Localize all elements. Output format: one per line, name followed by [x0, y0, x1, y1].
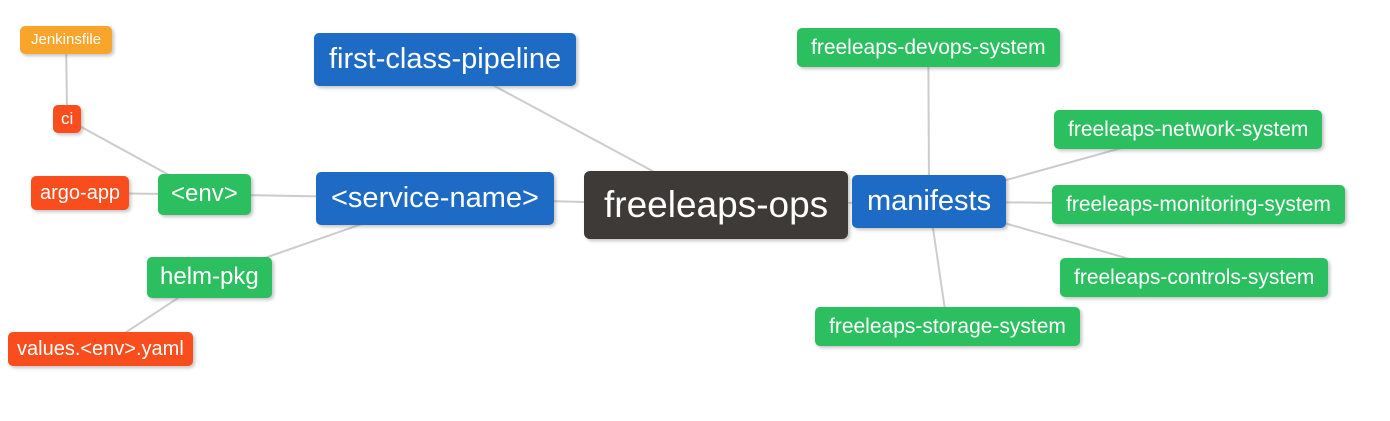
node-values-env-yaml[interactable]: values.<env>.yaml: [8, 332, 193, 366]
node-ci[interactable]: ci: [53, 105, 82, 134]
node-env[interactable]: <env>: [158, 174, 251, 215]
node-helm-pkg[interactable]: helm-pkg: [147, 257, 272, 298]
node-first-class-pipeline[interactable]: first-class-pipeline: [314, 33, 577, 86]
node-argo-app[interactable]: argo-app: [31, 176, 130, 210]
node-freeleaps-network-system[interactable]: freeleaps-network-system: [1054, 110, 1323, 150]
node-jenkinsfile[interactable]: Jenkinsfile: [20, 26, 113, 54]
node-freeleaps-controls-system[interactable]: freeleaps-controls-system: [1060, 258, 1329, 298]
node-freeleaps-devops-system[interactable]: freeleaps-devops-system: [797, 28, 1060, 68]
node-freeleaps-ops[interactable]: freeleaps-ops: [584, 171, 849, 240]
node-service-name[interactable]: <service-name>: [316, 172, 554, 225]
node-freeleaps-monitoring-system[interactable]: freeleaps-monitoring-system: [1052, 185, 1345, 225]
node-manifests[interactable]: manifests: [852, 175, 1007, 228]
node-freeleaps-storage-system[interactable]: freeleaps-storage-system: [815, 307, 1080, 347]
